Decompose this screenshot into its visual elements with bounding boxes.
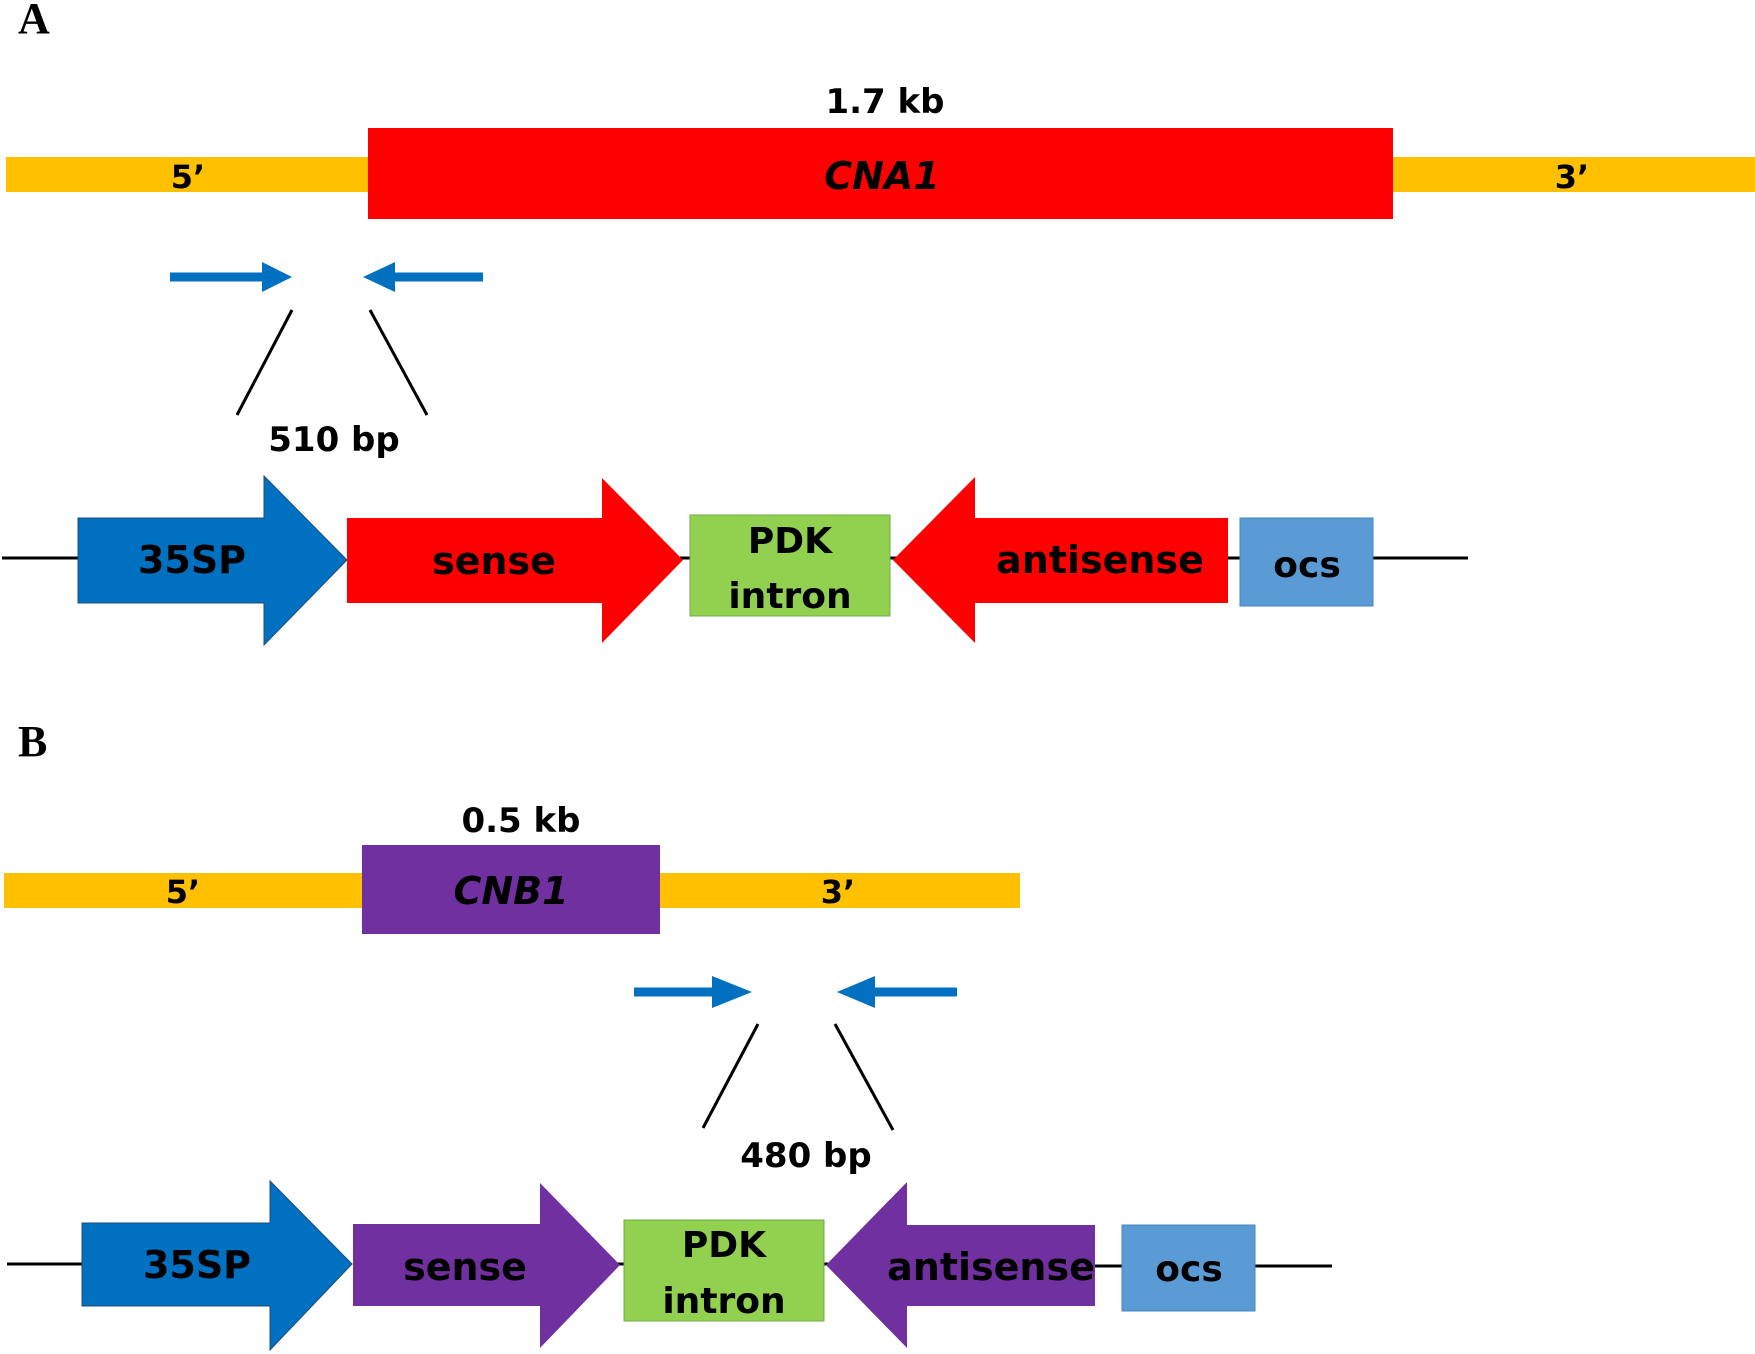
utr5-label-b: 5’ [166,873,200,911]
intron-label-line2-a: intron [728,576,851,617]
panel-b-label: B [18,717,47,766]
gene-name-cna1: CNA1 [824,154,940,198]
intron-label-line1-b: PDK [682,1225,767,1266]
utr5-bar-b [4,873,362,908]
pdk-intron-box-b [623,1219,825,1322]
utr3-bar-b [660,873,1020,908]
primer-arrows-b [634,976,957,1008]
ocs-label-a: ocs [1273,545,1341,586]
sense-fragment-arrow-a [347,478,683,643]
intron-label-line1-a: PDK [748,521,833,562]
cnb1-coding-block [362,845,660,934]
antisense-label-a: antisense [996,538,1204,582]
primer-arrows-a [170,262,483,292]
fragment-line-right-a [368,309,429,416]
utr3-bar-a [1390,157,1755,192]
reverse-primer-arrow-icon-b [837,976,875,1008]
construct-a: 35SP sense PDK intron antisense ocs [2,474,1468,647]
fragment-size-label-a: 510 bp [268,420,399,460]
utr3-label-b: 3’ [821,873,855,911]
gene-size-label-a: 1.7 kb [825,82,944,122]
sense-fragment-arrow-b [353,1183,620,1348]
forward-primer-arrow-icon-a [262,262,292,292]
panel-a-label: A [18,0,50,43]
utr3-label-a: 3’ [1555,158,1589,196]
antisense-label-b: antisense [887,1245,1095,1289]
fragment-size-label-b: 480 bp [740,1136,871,1176]
gene-size-label-b: 0.5 kb [461,801,580,841]
forward-primer-arrow-icon-b [712,976,752,1008]
antisense-fragment-arrow-a [893,477,1228,643]
promoter-35sp-arrow-a [77,474,348,647]
promoter-label-a: 35SP [138,538,246,582]
gene-map-b: 0.5 kb CNB1 5’ 3’ [4,801,1020,934]
construct-b: 35SP sense PDK intron antisense ocs [7,1179,1332,1352]
antisense-fragment-arrow-b [826,1182,1095,1348]
panel-a: A 1.7 kb CNA1 5’ 3’ 510 bp [2,0,1755,647]
fragment-line-left-b [701,1023,760,1129]
pdk-intron-box-a [689,514,891,617]
ocs-label-b: ocs [1155,1249,1223,1290]
fragment-line-right-b [833,1023,895,1131]
utr5-bar-a [6,157,368,192]
sense-label-b: sense [403,1245,527,1289]
panel-b: B 0.5 kb CNB1 5’ 3’ 480 bp [4,717,1332,1352]
utr5-label-a: 5’ [171,158,205,196]
sense-label-a: sense [432,539,556,583]
gene-name-cnb1: CNB1 [453,869,568,913]
promoter-label-b: 35SP [143,1243,251,1287]
intron-label-line2-b: intron [662,1281,785,1322]
promoter-35sp-arrow-b [81,1179,353,1352]
ocs-terminator-box-a [1239,517,1374,607]
fragment-line-left-a [235,309,294,416]
reverse-primer-arrow-icon-a [363,262,395,292]
gene-map-a: 1.7 kb CNA1 5’ 3’ [6,82,1755,219]
cna1-coding-block [368,128,1393,219]
ocs-terminator-box-b [1121,1224,1256,1312]
